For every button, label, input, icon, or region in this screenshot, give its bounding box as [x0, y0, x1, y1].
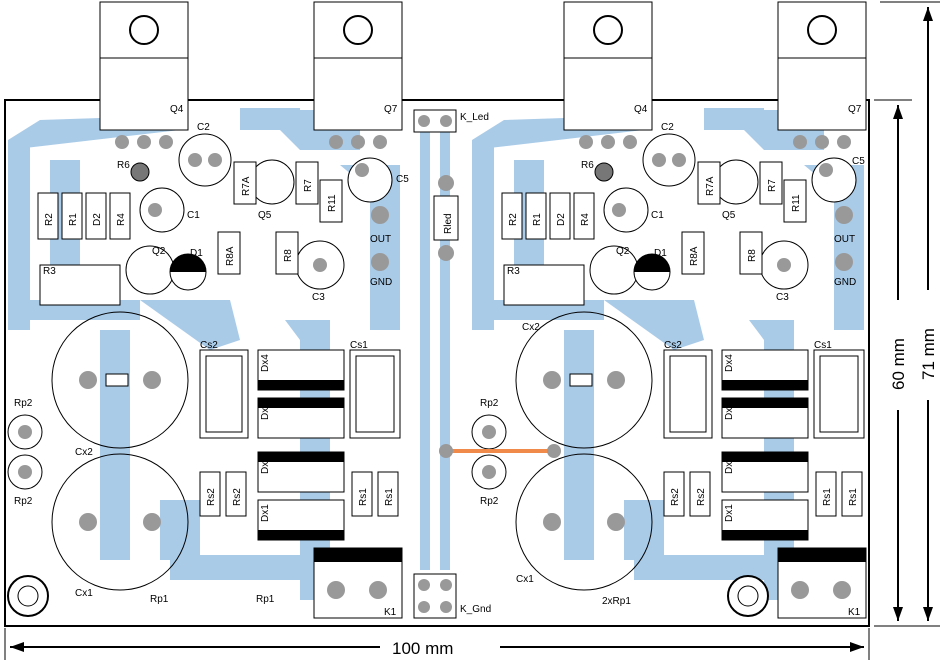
- label-rs1-a-right: Rs1: [822, 488, 833, 506]
- label-r6-right: R6: [581, 160, 594, 171]
- k-gnd-connector: [413, 573, 457, 619]
- mounting-hole-right: [727, 575, 769, 617]
- label-cs1: Cs1: [350, 340, 368, 351]
- label-dx4-right: Dx4: [724, 354, 735, 372]
- label-q5: Q5: [258, 210, 272, 221]
- label-dx2-right: Dx2: [724, 456, 735, 474]
- label-r7a: R7A: [241, 176, 252, 196]
- right-channel-labels: Q4 Q7 C2 R6 C5 C1 Q5 OUT Q2 D1 R3 GND C3…: [480, 104, 865, 618]
- label-r11: R11: [327, 194, 338, 212]
- label-dx4: Dx4: [260, 354, 271, 372]
- label-c2: C2: [197, 122, 210, 133]
- label-q7-right: Q7: [848, 104, 862, 115]
- label-rs2-a: Rs2: [206, 488, 217, 506]
- label-k1: K1: [384, 607, 397, 618]
- label-r7: R7: [303, 179, 314, 192]
- label-dx1: Dx1: [260, 504, 271, 522]
- label-cx1-right: Cx1: [516, 574, 534, 585]
- label-c2-right: C2: [661, 122, 674, 133]
- label-dx3-right: Dx3: [724, 402, 735, 420]
- label-r3-right: R3: [507, 266, 520, 277]
- label-out: OUT: [370, 234, 391, 245]
- label-rp1-right: 2xRp1: [602, 596, 631, 607]
- jumper-pad-left: [439, 444, 453, 458]
- label-k1-right: K1: [848, 607, 861, 618]
- label-gnd: GND: [370, 277, 392, 288]
- label-r8a-right: R8A: [689, 246, 700, 266]
- label-q7: Q7: [384, 104, 398, 115]
- label-cs2: Cs2: [200, 340, 218, 351]
- label-c3-right: C3: [776, 292, 789, 303]
- label-d2: D2: [92, 213, 103, 226]
- label-rs1-a: Rs1: [358, 488, 369, 506]
- label-rp2-a: Rp2: [14, 398, 33, 409]
- label-d1: D1: [190, 248, 203, 259]
- label-r7-right: R7: [767, 179, 778, 192]
- label-c5-right: C5: [852, 156, 865, 167]
- label-d1-right: D1: [654, 248, 667, 259]
- label-rp1-b: Rp1: [256, 594, 275, 605]
- dimension-width: 100 mm: [4, 628, 870, 660]
- left-channel-labels: Q4 Q7 C2 R6 C5 C1 Q5 OUT Q2 D1 R3 GND C3…: [14, 104, 409, 618]
- center-traces: [420, 130, 450, 570]
- label-q2: Q2: [152, 246, 166, 257]
- label-r4-right: R4: [580, 213, 591, 226]
- label-r7a-right: R7A: [705, 176, 716, 196]
- label-rp1-a: Rp1: [150, 594, 169, 605]
- rled-resistor: [433, 175, 459, 261]
- label-r8: R8: [283, 249, 294, 262]
- label-k-gnd: K_Gnd: [460, 604, 491, 615]
- height-inner-dimension-label: 60 mm: [889, 338, 908, 390]
- label-rled: Rled: [443, 213, 454, 234]
- label-rs2-a-right: Rs2: [670, 488, 681, 506]
- label-q4-right: Q4: [634, 104, 648, 115]
- dimension-height-outer: 71 mm: [880, 1, 940, 627]
- label-dx2: Dx2: [260, 456, 271, 474]
- label-c3: C3: [312, 292, 325, 303]
- label-rp2-b-right: Rp2: [480, 496, 499, 507]
- label-rs2-b: Rs2: [232, 488, 243, 506]
- label-c1-right: C1: [651, 210, 664, 221]
- label-r3: R3: [43, 266, 56, 277]
- label-r8a: R8A: [225, 246, 236, 266]
- label-rs1-b: Rs1: [384, 488, 395, 506]
- label-r11-right: R11: [791, 194, 802, 212]
- k-led-connector: [413, 109, 457, 133]
- label-rp2-b: Rp2: [14, 496, 33, 507]
- label-r6: R6: [117, 160, 130, 171]
- label-q5-right: Q5: [722, 210, 736, 221]
- label-dx3: Dx3: [260, 402, 271, 420]
- label-cx1: Cx1: [75, 588, 93, 599]
- label-r1: R1: [68, 213, 79, 226]
- label-d2-right: D2: [556, 213, 567, 226]
- label-q4: Q4: [170, 104, 184, 115]
- label-r2-right: R2: [508, 213, 519, 226]
- label-k-led: K_Led: [460, 112, 489, 123]
- label-cx2-right: Cx2: [522, 322, 540, 333]
- label-rs1-b-right: Rs1: [848, 488, 859, 506]
- label-c1: C1: [187, 210, 200, 221]
- label-r8-right: R8: [747, 249, 758, 262]
- label-gnd-right: GND: [834, 277, 856, 288]
- label-rs2-b-right: Rs2: [696, 488, 707, 506]
- label-out-right: OUT: [834, 234, 855, 245]
- label-rp2-a-right: Rp2: [480, 398, 499, 409]
- label-r1-right: R1: [532, 213, 543, 226]
- dimension-height-inner: 60 mm: [874, 99, 912, 627]
- label-cs1-right: Cs1: [814, 340, 832, 351]
- mounting-hole-left: [7, 575, 49, 617]
- height-outer-dimension-label: 71 mm: [919, 328, 938, 380]
- label-q2-right: Q2: [616, 246, 630, 257]
- label-dx1-right: Dx1: [724, 504, 735, 522]
- width-dimension-label: 100 mm: [392, 639, 453, 658]
- label-c5: C5: [396, 174, 409, 185]
- label-r2: R2: [44, 213, 55, 226]
- jumper-pad-right: [547, 444, 561, 458]
- label-r4: R4: [116, 213, 127, 226]
- label-cs2-right: Cs2: [664, 340, 682, 351]
- label-cx2: Cx2: [75, 447, 93, 458]
